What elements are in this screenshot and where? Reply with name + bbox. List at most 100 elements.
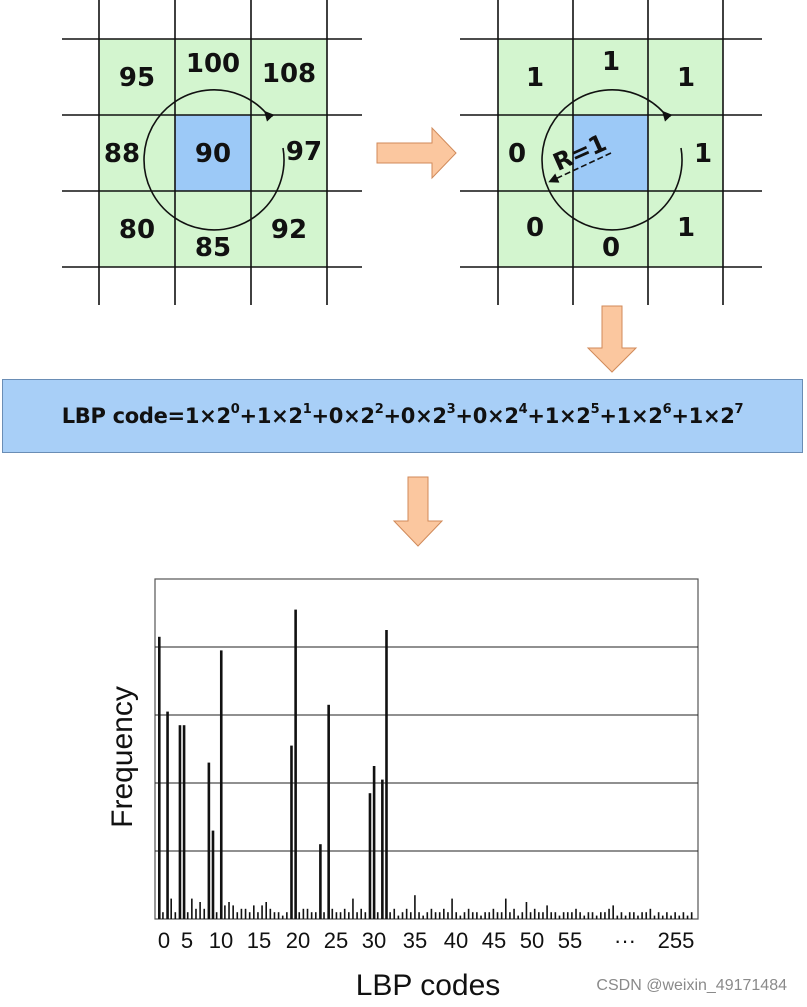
histogram-bar [319, 844, 322, 919]
histogram-bar [649, 908, 652, 919]
left-cell-bottom: 85 [195, 233, 231, 263]
histogram-bar [517, 915, 519, 919]
histogram-bar [562, 912, 565, 919]
histogram-bar [381, 779, 384, 919]
equation-term: 1×20+ [184, 402, 258, 428]
histogram-bar [331, 908, 334, 919]
histogram-bar [170, 898, 172, 919]
histogram-bar [529, 912, 532, 919]
histogram-bar [273, 912, 276, 919]
histogram-bar [666, 912, 668, 919]
term-base: ×2 [559, 404, 591, 428]
term-separator: + [383, 404, 401, 428]
x-tick-label: 40 [444, 928, 468, 953]
histogram-bar [166, 711, 169, 919]
term-exponent: 5 [590, 402, 600, 417]
histogram-bar [599, 912, 602, 919]
term-separator: + [527, 404, 545, 428]
left-cell-right: 97 [286, 137, 322, 167]
histogram-bar [376, 912, 379, 919]
histogram-bar [670, 915, 672, 919]
histogram-bar [661, 915, 664, 919]
histogram-bar [620, 912, 623, 919]
term-exponent: 0 [230, 402, 240, 417]
x-tick-label: 30 [362, 928, 386, 953]
equation-term: 1×21+ [256, 402, 329, 428]
histogram-bar [409, 912, 412, 919]
right-arrow-icon [376, 126, 457, 180]
y-axis-label: Frequency [106, 686, 139, 828]
histogram-bar [525, 902, 528, 919]
histogram-bar [158, 636, 161, 919]
histogram-bar [199, 902, 201, 919]
radius-arrow [548, 152, 612, 183]
histogram-bar [290, 745, 293, 919]
term-exponent: 2 [374, 402, 384, 417]
histogram-bar [343, 908, 346, 919]
histogram-bar [356, 912, 358, 919]
histogram-bar [219, 650, 223, 919]
histogram-bar [645, 912, 648, 919]
histogram-bar [368, 793, 372, 919]
equation-term: 1×27 [688, 402, 744, 428]
right-circular-arrow [541, 89, 683, 231]
term-base: ×2 [271, 404, 303, 428]
histogram-bar [397, 915, 400, 919]
term-coefficient: 1 [256, 404, 272, 428]
term-exponent: 4 [518, 402, 528, 417]
histogram-bar [554, 912, 557, 919]
histogram-bar [575, 908, 577, 919]
histogram-bar [385, 630, 388, 919]
x-tick-label: 45 [482, 928, 506, 953]
histogram-bar [500, 912, 503, 919]
lbp-code-equation: LBP code=1×20+1×21+0×22+0×23+0×24+1×25+1… [62, 402, 744, 428]
equation-term: 1×26+ [617, 402, 689, 428]
histogram-bar [335, 912, 338, 919]
histogram-bar [422, 915, 424, 919]
histogram-bar [257, 912, 259, 919]
histogram-bar [657, 912, 660, 919]
histogram-bar [178, 725, 182, 919]
histogram-bar [571, 912, 573, 919]
histogram-bar [496, 912, 499, 919]
term-base: ×2 [630, 404, 663, 428]
histogram-bar [281, 915, 284, 919]
histogram-bar [451, 898, 453, 919]
x-tick-label: ··· [614, 928, 636, 953]
histogram-bar [504, 898, 507, 919]
histogram-bar [277, 912, 280, 919]
histogram-bar [298, 912, 301, 919]
histogram-bar [174, 912, 177, 919]
histogram-bar [476, 912, 478, 919]
x-tick-label: 50 [520, 928, 544, 953]
histogram-bar [484, 912, 486, 919]
histogram-bar [211, 830, 215, 919]
histogram-bar [265, 902, 267, 919]
term-coefficient: 0 [400, 404, 416, 428]
x-tick-label: 10 [209, 928, 233, 953]
histogram-bar [269, 908, 272, 919]
histogram-bar [430, 908, 433, 919]
histogram-bar [393, 908, 396, 919]
x-tick-label: 55 [558, 928, 582, 953]
histogram-bar [513, 908, 515, 919]
term-coefficient: 1 [688, 404, 704, 428]
chart-plot-area [154, 578, 699, 920]
term-coefficient: 1 [184, 404, 200, 428]
histogram-bar [306, 908, 309, 919]
histogram-bar [401, 912, 404, 919]
histogram-bar [682, 912, 685, 919]
histogram-bar [434, 912, 437, 919]
x-tick-label: 20 [286, 928, 310, 953]
right-binary-grid: R=1 1 1 1 1 1 0 0 0 [460, 0, 762, 305]
histogram-bar [641, 912, 643, 919]
histogram-bar [633, 912, 635, 919]
equation-term: 1×25+ [545, 402, 617, 428]
x-tick-label: 35 [403, 928, 427, 953]
term-separator: + [239, 404, 258, 428]
histogram-bar [314, 912, 317, 919]
term-base: ×2 [415, 404, 447, 428]
histogram-bar [426, 912, 429, 919]
histogram-bar [653, 915, 656, 919]
right-cell-top-right: 1 [677, 63, 695, 93]
